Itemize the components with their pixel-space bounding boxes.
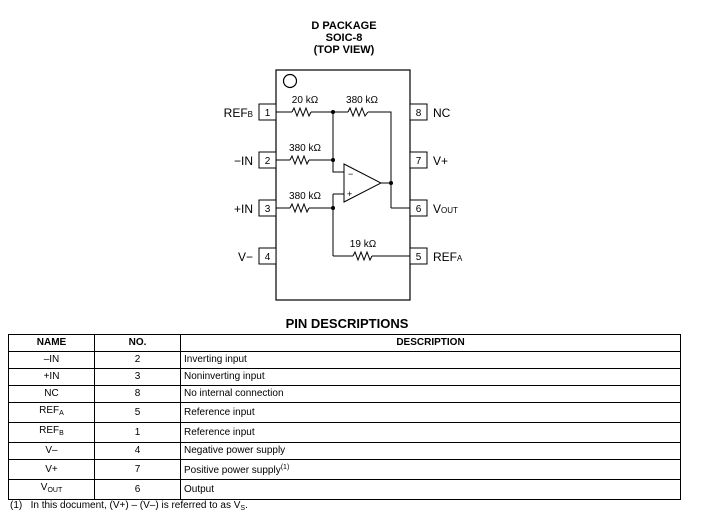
pin-description: Inverting input	[180, 351, 681, 369]
package-title-line3: (TOP VIEW)	[313, 44, 375, 56]
resistor-380k-noninv-symbol	[289, 202, 310, 214]
header-name: NAME	[8, 334, 95, 352]
pin-3-label: +IN	[234, 202, 253, 216]
pin-description: Negative power supply	[180, 442, 681, 460]
pin-4-label: V−	[238, 250, 253, 264]
resistor-380k-inv-symbol	[289, 154, 310, 166]
pin-description: Output	[180, 479, 681, 500]
junction-dot	[389, 181, 393, 185]
opamp-minus: −	[348, 169, 353, 179]
pin-1: 1 REFB	[224, 103, 277, 121]
pin-2-label: −IN	[234, 154, 253, 168]
pin-3-number: 3	[265, 204, 271, 215]
pin-5: 5 REFA	[409, 247, 463, 265]
junction-dot	[331, 110, 335, 114]
table-row: VOUT 6 Output	[8, 479, 681, 500]
header-description: DESCRIPTION	[180, 334, 681, 352]
resistor-380k-top-symbol	[347, 106, 369, 118]
package-title: D PACKAGE SOIC-8 (TOP VIEW)	[294, 20, 394, 56]
pin-name: –IN	[8, 351, 95, 369]
resistor-380k-top-label: 380 kΩ	[346, 95, 378, 106]
table-row: REFA 5 Reference input	[8, 402, 681, 423]
pin-number: 2	[94, 351, 181, 369]
resistor-19k-label: 19 kΩ	[350, 239, 377, 250]
pin-3: 3 +IN	[234, 199, 277, 217]
footnote-subscript: S	[240, 505, 246, 512]
pin-4: 4 V−	[238, 247, 277, 265]
table-row: +IN 3 Noninverting input	[8, 368, 681, 386]
pin-name: NC	[8, 385, 95, 403]
pin-description: Reference input	[180, 402, 681, 423]
opamp-plus: +	[347, 189, 352, 199]
package-body	[275, 69, 411, 301]
header-no: NO.	[94, 334, 181, 352]
resistor-20k-label: 20 kΩ	[292, 95, 319, 106]
pin-2-number: 2	[265, 156, 271, 167]
pin-name: +IN	[8, 368, 95, 386]
pin-number: 6	[94, 479, 181, 500]
pin-8-number: 8	[416, 108, 422, 119]
pin-name: V–	[8, 442, 95, 460]
pin1-marker	[282, 73, 298, 89]
pin-7-number: 7	[416, 156, 422, 167]
pin-descriptions-table: NAME NO. DESCRIPTION –IN 2 Inverting inp…	[8, 334, 681, 500]
pin-1-label: REFB	[224, 106, 253, 120]
pin-6: 6 VOUT	[409, 199, 458, 217]
pin-6-number: 6	[416, 204, 422, 215]
resistor-380k-inv-label: 380 kΩ	[289, 143, 321, 154]
footnote-reference: (1)	[280, 464, 290, 471]
table-row: –IN 2 Inverting input	[8, 351, 681, 369]
pin-number: 5	[94, 402, 181, 423]
pin-1-number: 1	[265, 108, 271, 119]
junction-dot	[331, 158, 335, 162]
pin-description: Positive power supply(1)	[180, 459, 681, 480]
footnote: (1) In this document, (V+) – (V–) is ref…	[10, 500, 248, 512]
table-row: V+ 7 Positive power supply(1)	[8, 459, 681, 480]
pin-name: REFB	[8, 422, 95, 443]
package-title-line1: D PACKAGE	[311, 20, 377, 32]
pin-description: Reference input	[180, 422, 681, 443]
table-header-row: NAME NO. DESCRIPTION	[8, 334, 681, 352]
opamp-triangle	[343, 163, 383, 203]
pin-8: 8 NC	[409, 103, 451, 121]
pin-number: 3	[94, 368, 181, 386]
pin-6-label: VOUT	[433, 202, 458, 216]
pin-number: 1	[94, 422, 181, 443]
pin-name: V+	[8, 459, 95, 480]
pin-7: 7 V+	[409, 151, 448, 169]
table-row: NC 8 No internal connection	[8, 385, 681, 403]
pin-descriptions-title: PIN DESCRIPTIONS	[285, 316, 409, 331]
pin-5-label: REFA	[433, 250, 463, 264]
pin-description: Noninverting input	[180, 368, 681, 386]
pin-number: 8	[94, 385, 181, 403]
pin-2: 2 −IN	[234, 151, 277, 169]
junction-dot	[331, 206, 335, 210]
resistor-20k-symbol	[291, 106, 312, 118]
table-row: V– 4 Negative power supply	[8, 442, 681, 460]
pin-number: 7	[94, 459, 181, 480]
pin-number: 4	[94, 442, 181, 460]
pin-name: VOUT	[8, 479, 95, 500]
table-row: REFB 1 Reference input	[8, 422, 681, 443]
pin-5-number: 5	[416, 252, 422, 263]
footnote-marker: (1)	[10, 500, 23, 511]
package-title-line2: SOIC-8	[325, 32, 363, 44]
pin-8-label: NC	[433, 106, 451, 120]
pin-name: REFA	[8, 402, 95, 423]
pin-4-number: 4	[265, 252, 271, 263]
pinout-diagram: 1 REFB 2 −IN 3 +IN 4 V− 8 NC 7 V+ 6 VOUT…	[224, 69, 463, 301]
footnote-text: In this document, (V+) – (V–) is referre…	[30, 500, 241, 511]
resistor-19k-symbol	[352, 250, 373, 262]
pin-description: No internal connection	[180, 385, 681, 403]
resistor-380k-noninv-label: 380 kΩ	[289, 191, 321, 202]
internal-wiring	[276, 106, 410, 262]
pin-7-label: V+	[433, 154, 448, 168]
